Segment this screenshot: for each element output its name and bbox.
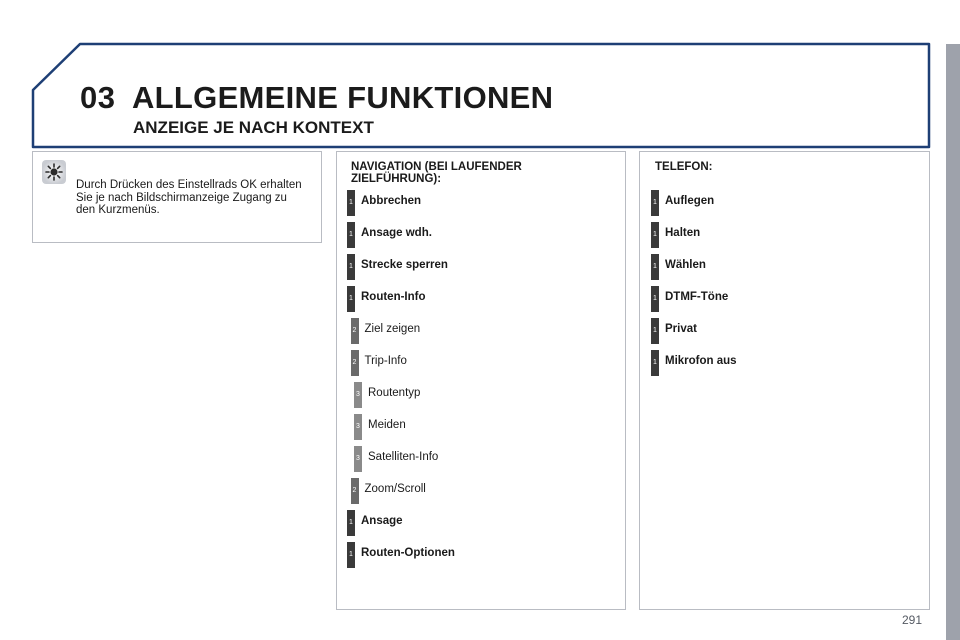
menu-level-marker: 1 xyxy=(347,510,355,536)
menu-level-marker: 3 xyxy=(354,446,362,472)
menu-level-marker: 2 xyxy=(350,478,359,504)
page-number: 291 xyxy=(902,613,923,627)
menu-level-marker: 1 xyxy=(651,222,659,248)
navigation-menu-item: Zoom/Scroll xyxy=(364,483,426,495)
menu-level-marker: 3 xyxy=(354,382,362,408)
telephone-menu-item: Auflegen xyxy=(665,195,715,207)
telephone-heading: TELEFON: xyxy=(655,161,713,173)
menu-level-marker: 1 xyxy=(651,350,659,376)
chapter-title: ALLGEMEINE FUNKTIONEN xyxy=(132,80,554,115)
navigation-menu-item: Abbrechen xyxy=(361,195,422,207)
navigation-menu-item: Strecke sperren xyxy=(361,259,448,271)
navigation-menu-item: Trip-Info xyxy=(364,355,407,367)
navigation-panel xyxy=(336,151,626,610)
menu-level-marker: 2 xyxy=(350,350,359,376)
menu-level-marker: 1 xyxy=(651,254,659,280)
navigation-heading-line1: NAVIGATION (BEI LAUFENDER xyxy=(351,161,522,173)
telephone-menu-item: Halten xyxy=(665,227,701,239)
tip-box xyxy=(32,151,322,243)
telephone-menu-item: Privat xyxy=(665,323,697,335)
menu-level-marker: 1 xyxy=(347,542,355,568)
menu-level-marker: 1 xyxy=(651,190,659,216)
navigation-heading-line2: ZIELFÜHRUNG): xyxy=(351,173,442,185)
menu-level-marker: 1 xyxy=(347,286,355,312)
menu-level-marker: 1 xyxy=(347,254,355,280)
navigation-menu-item: Ansage xyxy=(361,515,403,527)
page-side-bar xyxy=(946,44,960,640)
telephone-menu-item: Mikrofon aus xyxy=(665,355,737,367)
menu-level-marker: 1 xyxy=(347,190,355,216)
section-subtitle: ANZEIGE JE NACH KONTEXT xyxy=(133,118,374,137)
header-frame xyxy=(31,42,931,149)
gear-icon xyxy=(42,160,66,184)
menu-level-marker: 3 xyxy=(354,414,362,440)
navigation-menu-item: Routentyp xyxy=(368,387,421,399)
navigation-menu-item: Meiden xyxy=(368,419,406,431)
chapter-number: 03 xyxy=(80,80,116,115)
navigation-menu-item: Ansage wdh. xyxy=(361,227,432,239)
menu-level-marker: 2 xyxy=(350,318,359,344)
telephone-menu-item: DTMF-Töne xyxy=(665,291,729,303)
navigation-menu-item: Routen-Optionen xyxy=(361,547,455,559)
navigation-menu-item: Routen-Info xyxy=(361,291,426,303)
navigation-menu-item: Satelliten-Info xyxy=(368,451,439,463)
menu-level-marker: 1 xyxy=(347,222,355,248)
tip-text: Durch Drücken des Einstellrads OK erhalt… xyxy=(76,179,302,216)
navigation-heading: NAVIGATION (BEI LAUFENDER ZIELFÜHRUNG): xyxy=(351,161,522,185)
telephone-panel xyxy=(639,151,930,610)
telephone-menu-item: Wählen xyxy=(665,259,706,271)
menu-level-marker: 1 xyxy=(651,286,659,312)
navigation-menu-item: Ziel zeigen xyxy=(364,323,421,335)
menu-level-marker: 1 xyxy=(651,318,659,344)
